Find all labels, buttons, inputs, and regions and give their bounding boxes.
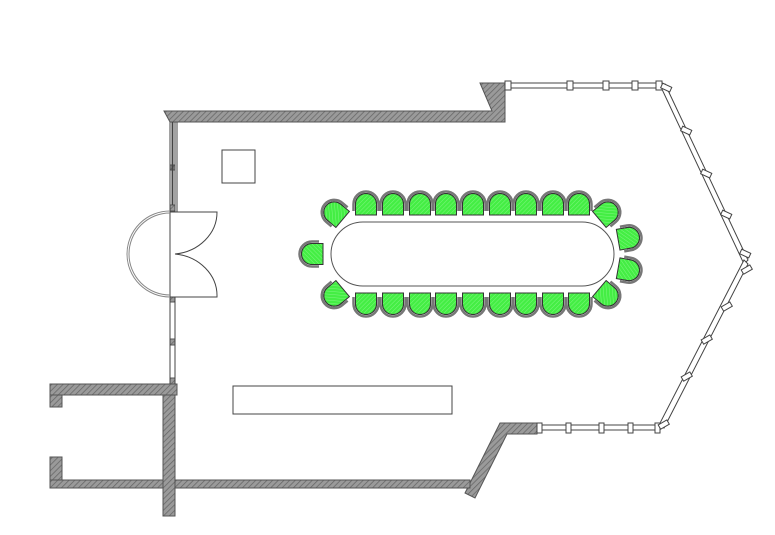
window-mullion	[631, 80, 639, 91]
chair	[406, 292, 434, 318]
window-mullion	[536, 422, 543, 434]
chair	[615, 224, 643, 253]
side-room-top-wall	[49, 383, 178, 396]
window-mullion	[504, 80, 512, 91]
chair	[432, 190, 460, 216]
conference-table	[330, 221, 615, 287]
chair	[352, 190, 380, 216]
top-wall	[163, 82, 506, 123]
window-mullion	[720, 301, 734, 312]
left-glazing	[169, 122, 178, 384]
chair	[512, 292, 540, 318]
bottom-right-wall	[464, 422, 538, 499]
chair	[565, 190, 593, 216]
window-mullion	[657, 419, 671, 430]
chair	[539, 190, 567, 216]
window-mullion	[602, 80, 610, 91]
window-mullion	[680, 371, 694, 382]
wall-pier	[169, 338, 176, 346]
chair	[565, 292, 593, 318]
chair	[459, 190, 487, 216]
chair	[320, 198, 351, 229]
chair	[615, 255, 643, 284]
window-mullion	[740, 264, 754, 275]
chair	[298, 240, 324, 268]
side-room-left-wall-upper	[49, 394, 63, 408]
chair	[352, 292, 380, 318]
column-square	[221, 149, 256, 184]
chair	[486, 190, 514, 216]
window-mullion	[565, 422, 572, 434]
wall-pier	[169, 204, 176, 212]
chair	[379, 292, 407, 318]
chair	[406, 190, 434, 216]
chair	[432, 292, 460, 318]
chairs	[298, 190, 643, 318]
window-mullion	[700, 334, 714, 345]
window-mullions	[504, 80, 754, 434]
side-room-bottom-wall	[49, 479, 176, 489]
chair	[591, 279, 622, 310]
chair	[591, 198, 622, 229]
chair	[486, 292, 514, 318]
bottom-wall	[164, 479, 471, 489]
chair	[539, 292, 567, 318]
window-mullion	[566, 80, 574, 91]
window-mullion	[699, 168, 713, 179]
chair	[379, 190, 407, 216]
window-mullion	[659, 82, 673, 93]
window-mullion	[598, 422, 605, 434]
window-mullion	[719, 209, 733, 220]
counter-table	[232, 385, 453, 415]
window-mullion	[627, 422, 634, 434]
chair	[459, 292, 487, 318]
window-mullion	[679, 125, 693, 136]
window-mullion	[738, 248, 752, 259]
wall-pier	[169, 296, 176, 303]
chair	[512, 190, 540, 216]
wall-pier	[169, 377, 176, 385]
chair	[320, 279, 351, 310]
double-door	[126, 210, 218, 298]
side-room-right-wall	[162, 394, 176, 517]
